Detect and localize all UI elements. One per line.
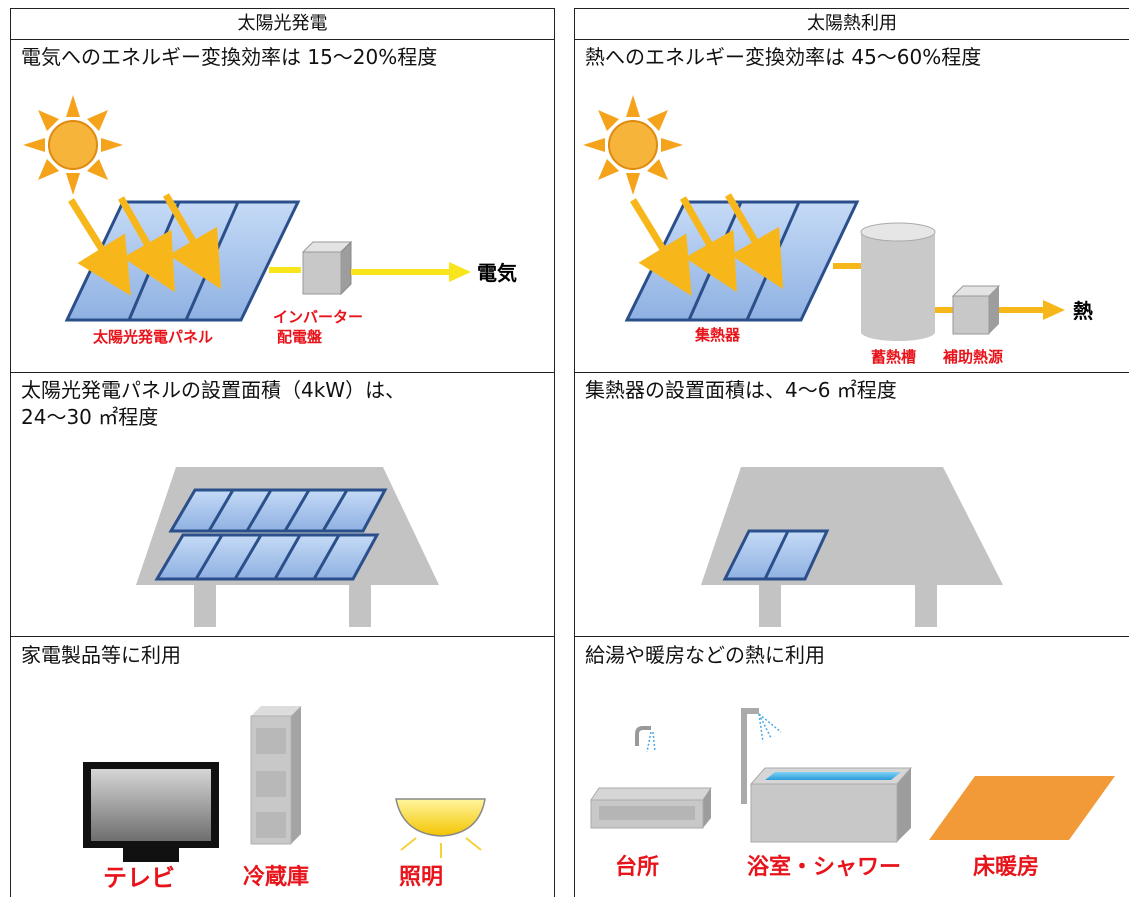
inverter-label: インバーター xyxy=(273,308,363,326)
solar-heat-column: 太陽熱利用 熱へのエネルギー変換効率は 45〜60%程度 xyxy=(574,8,1129,897)
collector-on-roof-icon xyxy=(722,529,830,581)
sun-icon xyxy=(583,95,683,195)
row-conversion-efficiency-heat: 熱へのエネルギー変換効率は 45〜60%程度 xyxy=(575,40,1129,373)
floor-heating-icon xyxy=(929,776,1115,840)
appliance-label-tv: テレビ xyxy=(103,864,175,892)
appliance-label-fridge: 冷蔵庫 xyxy=(243,864,309,890)
output-electricity-label: 電気 xyxy=(477,261,517,285)
column-header-solar-heat: 太陽熱利用 xyxy=(575,8,1129,40)
use-label-floor-heating: 床暖房 xyxy=(973,854,1039,880)
caption-heat-usage: 給湯や暖房などの熱に利用 xyxy=(585,643,825,667)
television-icon xyxy=(83,762,219,862)
use-label-kitchen: 台所 xyxy=(615,854,659,880)
collector-label: 集熱器 xyxy=(694,326,741,344)
kitchen-sink-icon xyxy=(590,726,712,829)
appliance-label-lighting: 照明 xyxy=(399,865,443,890)
caption-heat-efficiency: 熱へのエネルギー変換効率は 45〜60%程度 xyxy=(585,45,982,69)
caption-power-efficiency: 電気へのエネルギー変換効率は 15〜20%程度 xyxy=(21,45,438,69)
row-conversion-efficiency-power: 電気へのエネルギー変換効率は 15〜20%程度 xyxy=(11,40,554,373)
sunlight-arrows xyxy=(68,193,222,296)
row-usage-power: 家電製品等に利用 xyxy=(11,638,554,896)
roof-with-collector-diagram xyxy=(701,467,1003,627)
appliances-diagram: テレビ 冷蔵庫 照明 xyxy=(83,706,486,892)
solar-panels-array-icon xyxy=(154,488,388,581)
ceiling-light-icon xyxy=(395,798,486,858)
panel-label: 太陽光発電パネル xyxy=(93,328,213,346)
row-installation-area-power: 太陽光発電パネルの設置面積（4kW）は、 24〜30 ㎡程度 xyxy=(11,373,554,637)
row-installation-area-heat: 集熱器の設置面積は、4〜6 ㎡程度 xyxy=(575,373,1129,637)
storage-tank-label: 蓄熱槽 xyxy=(871,348,916,366)
roof-with-panels-diagram xyxy=(136,467,439,627)
inverter-box-icon xyxy=(301,240,353,296)
solar-power-diagram: 電気 太陽光発電パネル インバーター 配電盤 xyxy=(23,95,517,346)
bathtub-shower-icon xyxy=(741,708,913,843)
refrigerator-icon xyxy=(250,706,301,845)
auxiliary-heater-icon xyxy=(951,285,1001,335)
solar-heat-diagram: 熱 集熱器 蓄熱槽 補助熱源 xyxy=(583,95,1093,366)
caption-power-usage: 家電製品等に利用 xyxy=(21,643,181,667)
heat-storage-tank-icon xyxy=(860,222,936,341)
column-header-solar-power: 太陽光発電 xyxy=(11,8,554,40)
auxiliary-heat-label: 補助熱源 xyxy=(942,348,1003,366)
output-heat-label: 熱 xyxy=(1073,299,1093,323)
sunlight-arrows xyxy=(630,193,784,296)
caption-heat-area: 集熱器の設置面積は、4〜6 ㎡程度 xyxy=(585,378,897,402)
distribution-board-label: 配電盤 xyxy=(277,328,323,346)
solar-power-column: 太陽光発電 電気へのエネルギー変換効率は 15〜20%程度 xyxy=(10,8,555,897)
row-usage-heat: 給湯や暖房などの熱に利用 xyxy=(575,638,1129,896)
caption-power-area: 太陽光発電パネルの設置面積（4kW）は、 24〜30 ㎡程度 xyxy=(21,378,406,429)
use-label-bath-shower: 浴室・シャワー xyxy=(747,854,901,880)
sun-icon xyxy=(23,95,123,195)
heat-uses-diagram: 台所 浴室・シャワー 床暖房 xyxy=(590,708,1115,880)
